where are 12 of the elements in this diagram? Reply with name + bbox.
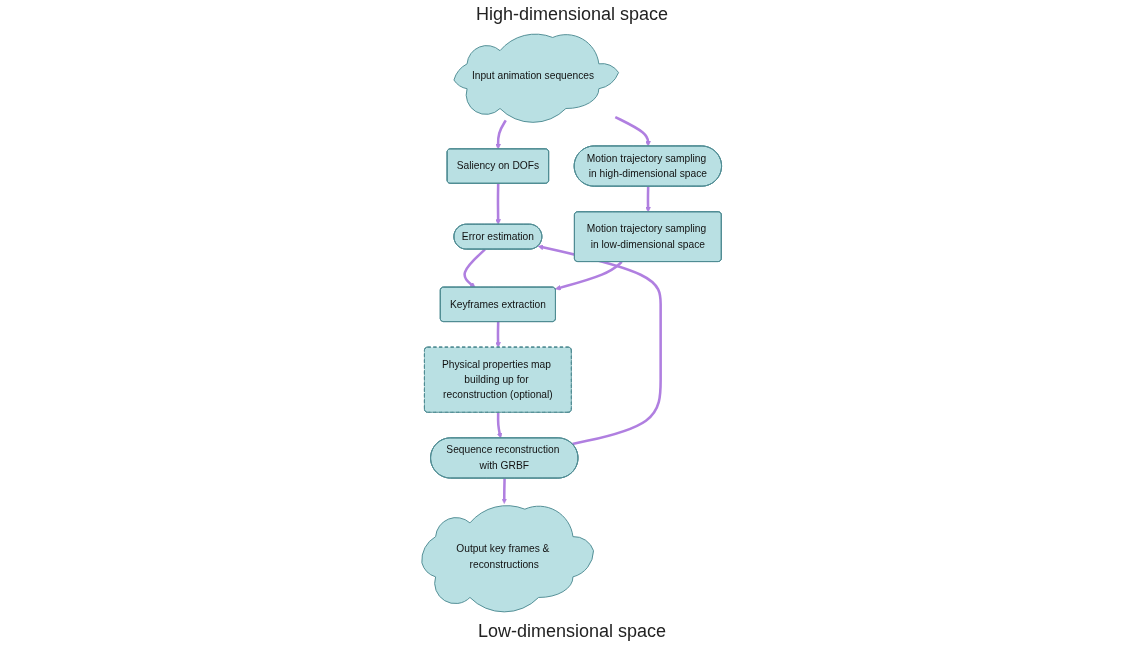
region-label: High-dimensional space xyxy=(475,4,669,25)
arrow xyxy=(645,186,652,213)
arrow xyxy=(495,321,502,348)
arrow xyxy=(497,412,503,439)
arrow xyxy=(463,248,487,288)
arrow xyxy=(495,119,508,150)
arrow xyxy=(538,244,663,446)
arrow xyxy=(495,183,502,225)
arrow xyxy=(555,260,623,291)
region-label: Low-dimensional space xyxy=(477,621,667,642)
arrow xyxy=(501,478,508,504)
arrow xyxy=(615,115,652,147)
